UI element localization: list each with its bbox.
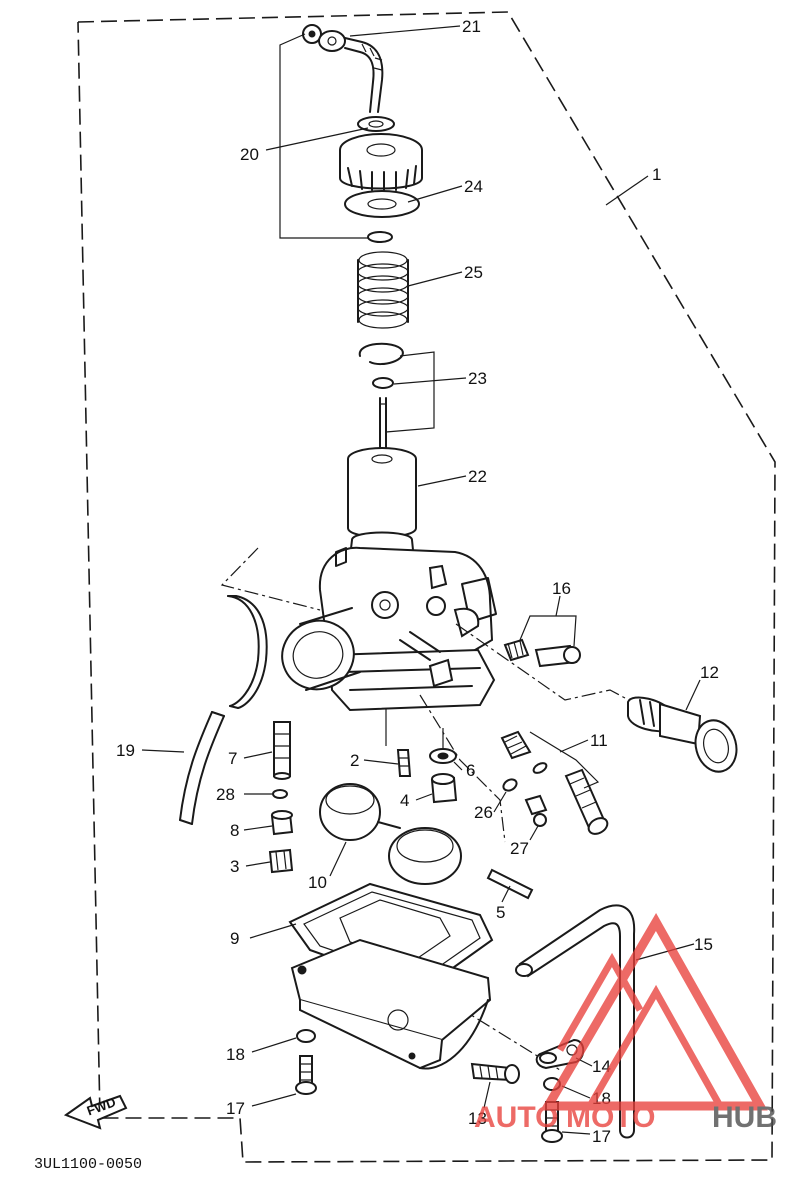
o-ring-26 — [502, 778, 518, 792]
callout-25: 25 — [464, 263, 483, 282]
leader-lines — [141, 25, 701, 1135]
callout-18a: 18 — [226, 1045, 245, 1064]
watermark-text-auto: AUTO — [474, 1101, 558, 1134]
drain-screw-13 — [470, 1062, 520, 1084]
assembly-boundary — [77, 11, 776, 1163]
cable-guide-bracket — [279, 33, 380, 239]
callout-24: 24 — [464, 177, 483, 196]
starter-plunger-12 — [627, 696, 738, 773]
callout-23: 23 — [468, 369, 487, 388]
callout-17b: 17 — [592, 1127, 611, 1146]
callout-22: 22 — [468, 467, 487, 486]
o-ring-28 — [272, 789, 288, 799]
callout-4: 4 — [400, 791, 409, 810]
overflow-hose-19 — [179, 595, 268, 825]
callout-28: 28 — [216, 785, 235, 804]
center-line-lower — [419, 694, 506, 843]
bracket-16 — [519, 615, 577, 647]
callout-12: 12 — [700, 663, 719, 682]
callout-19: 19 — [116, 741, 135, 760]
throttle-stop-screw-11 — [500, 730, 609, 835]
float-10 — [319, 783, 462, 885]
callout-7: 7 — [228, 749, 237, 768]
callout-5: 5 — [496, 903, 505, 922]
callout-8: 8 — [230, 821, 239, 840]
washer-18-left — [296, 1029, 316, 1043]
callout-2: 2 — [350, 751, 359, 770]
cap-gasket-24 — [344, 190, 420, 218]
callout-21: 21 — [462, 17, 481, 36]
callout-16: 16 — [552, 579, 571, 598]
washer-20 — [357, 116, 395, 132]
leader-1 — [605, 175, 649, 206]
diagram-code: 3UL1100-0050 — [34, 1156, 142, 1173]
callout-26: 26 — [474, 803, 493, 822]
callouts: 21 20 24 1 25 23 22 16 12 11 19 7 2 6 28… — [116, 17, 719, 1146]
valve-seat-4 — [430, 773, 458, 804]
watermark-logo-icon — [540, 912, 768, 1111]
callout-17a: 17 — [226, 1099, 245, 1118]
main-jet-8 — [270, 810, 294, 836]
clip-ring — [367, 231, 393, 243]
callout-6: 6 — [466, 761, 475, 780]
callout-20: 20 — [240, 145, 259, 164]
float-center-line — [349, 939, 561, 1071]
callout-1: 1 — [652, 165, 661, 184]
washer-6 — [429, 728, 457, 764]
pilot-jet-2 — [385, 708, 412, 777]
float-chamber — [290, 938, 492, 1070]
callout-3: 3 — [230, 857, 239, 876]
needle-jet-7 — [273, 721, 291, 780]
pilot-screw-16 — [503, 638, 581, 668]
throttle-spring-25 — [357, 251, 409, 329]
center-line-right — [455, 623, 641, 707]
callout-9: 9 — [230, 929, 239, 948]
throttle-cable-assembly — [302, 24, 384, 113]
carburetor-body — [281, 531, 497, 712]
float-pin-5 — [486, 868, 534, 900]
mixing-chamber-top — [339, 133, 423, 191]
center-line-left — [220, 547, 321, 611]
drain-hose-15 — [515, 904, 636, 1139]
callout-13: 13 — [468, 1109, 487, 1128]
watermark-text-hub: HUB — [712, 1101, 777, 1134]
callout-15: 15 — [694, 935, 713, 954]
callout-10: 10 — [308, 873, 327, 892]
callout-27: 27 — [510, 839, 529, 858]
needle-clip — [358, 342, 404, 389]
watermark-text-moto: MOTO — [566, 1101, 655, 1134]
throttle-valve-22 — [347, 447, 417, 538]
screw-17-left — [295, 1055, 317, 1095]
needle-group-bracket — [385, 351, 435, 433]
fwd-arrow-icon: FWD — [63, 1094, 128, 1130]
bracket-11 — [529, 731, 600, 789]
callout-11: 11 — [590, 731, 608, 750]
needle-valve-27 — [524, 794, 548, 827]
main-jet-holder-3 — [268, 848, 294, 874]
watermark: AUTO MOTO HUB — [474, 912, 777, 1134]
